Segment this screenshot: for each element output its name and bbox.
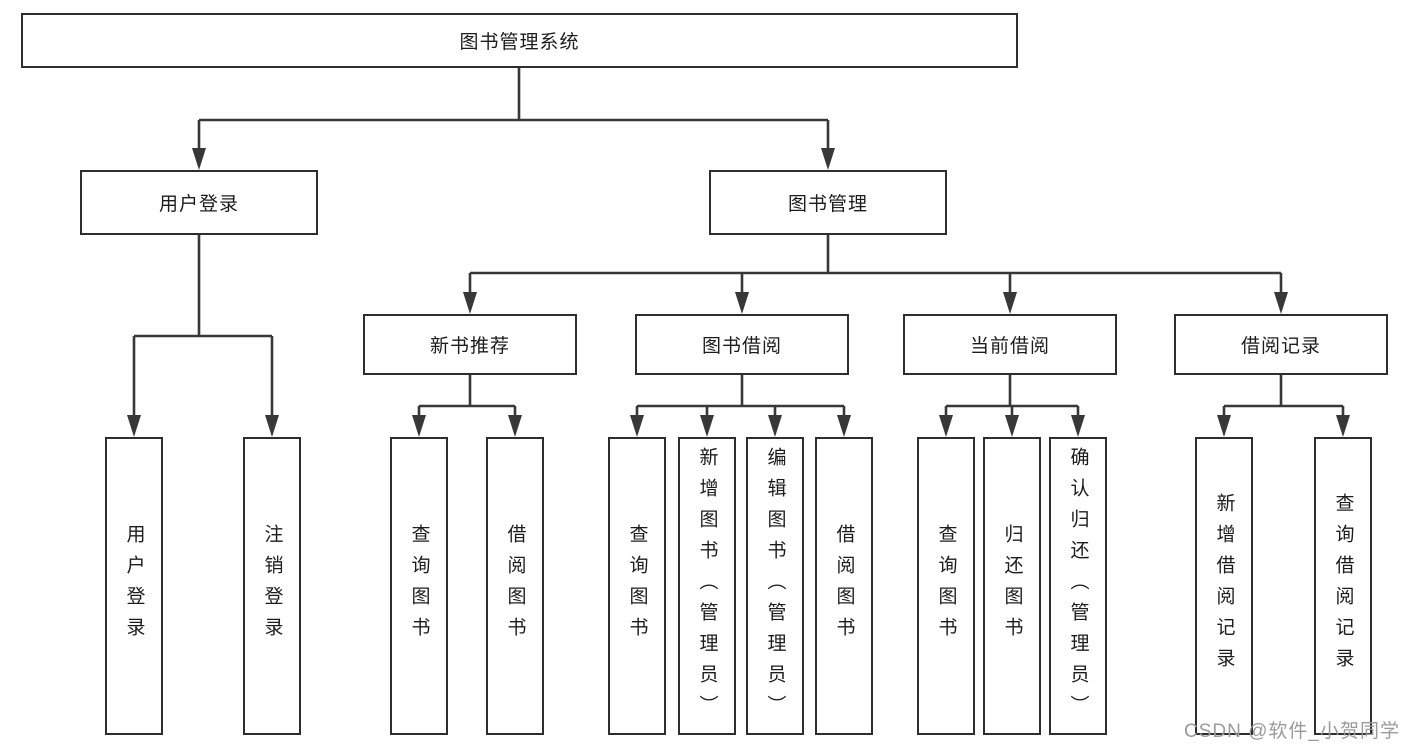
arrow-down-icon: [1336, 415, 1350, 437]
arrow-down-icon: [768, 415, 782, 437]
node-label: 借阅图书: [504, 524, 526, 648]
arrow-down-icon: [735, 292, 749, 314]
arrow-down-icon: [1005, 415, 1019, 437]
node-user-login: 用户登录: [80, 170, 318, 235]
leaf-borrow-books-1: 借阅图书: [486, 437, 544, 735]
node-label: 查询图书: [935, 524, 957, 648]
node-label: 确认归还（管理员）: [1067, 446, 1089, 726]
node-label: 查询借阅记录: [1332, 493, 1354, 679]
arrow-down-icon: [127, 415, 141, 437]
node-label: 查询图书: [408, 524, 430, 648]
arrow-down-icon: [1274, 292, 1288, 314]
leaf-confirm-return-admin: 确认归还（管理员）: [1049, 437, 1107, 735]
leaf-query-borrow-record: 查询借阅记录: [1314, 437, 1372, 735]
arrow-down-icon: [700, 415, 714, 437]
connector-new-book-rec-to-leaves: [412, 375, 522, 437]
connector-book-management-to-level3: [463, 235, 1288, 314]
arrow-down-icon: [821, 148, 835, 170]
node-book-management: 图书管理: [709, 170, 947, 235]
node-label: 当前借阅: [969, 336, 1050, 357]
arrow-down-icon: [1071, 415, 1085, 437]
arrow-down-icon: [265, 415, 279, 437]
leaf-query-books-2: 查询图书: [608, 437, 666, 735]
node-label: 借阅图书: [833, 524, 855, 648]
node-label: 用户登录: [158, 194, 239, 215]
node-label: 新书推荐: [429, 336, 510, 357]
node-label: 查询图书: [626, 524, 648, 648]
node-new-book-recommend: 新书推荐: [363, 314, 577, 375]
node-label: 用户登录: [123, 524, 145, 648]
node-current-borrow: 当前借阅: [903, 314, 1117, 375]
leaf-user-login: 用户登录: [105, 437, 163, 735]
arrow-down-icon: [939, 415, 953, 437]
leaf-add-borrow-record: 新增借阅记录: [1195, 437, 1253, 735]
node-book-borrow: 图书借阅: [635, 314, 849, 375]
node-root-system: 图书管理系统: [21, 13, 1018, 68]
leaf-query-books-1: 查询图书: [390, 437, 448, 735]
connector-user-login-to-leaves: [127, 235, 279, 437]
leaf-add-books-admin: 新增图书（管理员）: [678, 437, 736, 735]
node-label: 图书管理系统: [459, 32, 580, 53]
connector-book-borrow-to-leaves: [630, 375, 851, 437]
node-label: 新增借阅记录: [1213, 493, 1235, 679]
arrow-down-icon: [1217, 415, 1231, 437]
leaf-query-books-3: 查询图书: [917, 437, 975, 735]
node-label: 借阅记录: [1240, 336, 1321, 357]
node-label: 编辑图书（管理员）: [764, 446, 786, 726]
leaf-borrow-books-2: 借阅图书: [815, 437, 873, 735]
leaf-logout: 注销登录: [243, 437, 301, 735]
node-borrow-records: 借阅记录: [1174, 314, 1388, 375]
node-label: 图书管理: [787, 194, 868, 215]
arrow-down-icon: [463, 292, 477, 314]
connector-borrow-records-to-leaves: [1217, 375, 1350, 437]
arrow-down-icon: [508, 415, 522, 437]
node-label: 新增图书（管理员）: [696, 446, 718, 726]
connector-current-borrow-to-leaves: [939, 375, 1085, 437]
arrow-down-icon: [412, 415, 426, 437]
node-label: 图书借阅: [701, 336, 782, 357]
leaf-return-books: 归还图书: [983, 437, 1041, 735]
connector-root-to-level2: [192, 68, 835, 170]
arrow-down-icon: [630, 415, 644, 437]
node-label: 注销登录: [261, 524, 283, 648]
arrow-down-icon: [192, 148, 206, 170]
arrow-down-icon: [837, 415, 851, 437]
leaf-edit-books-admin: 编辑图书（管理员）: [746, 437, 804, 735]
arrow-down-icon: [1003, 292, 1017, 314]
node-label: 归还图书: [1001, 524, 1023, 648]
